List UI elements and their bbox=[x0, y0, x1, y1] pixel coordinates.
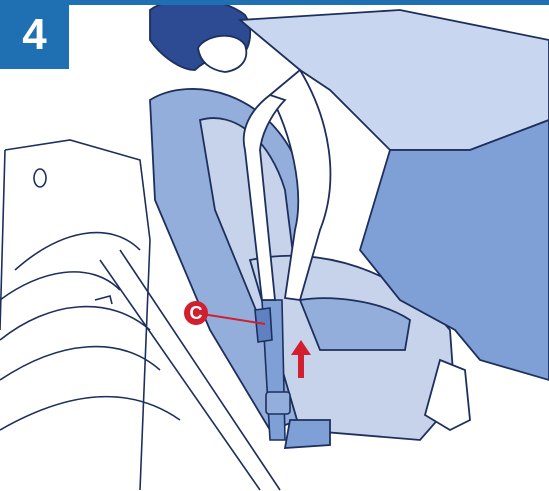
top-rule bbox=[0, 0, 549, 5]
callout-letter: C bbox=[190, 303, 203, 323]
step-number-badge: 4 bbox=[0, 0, 69, 69]
